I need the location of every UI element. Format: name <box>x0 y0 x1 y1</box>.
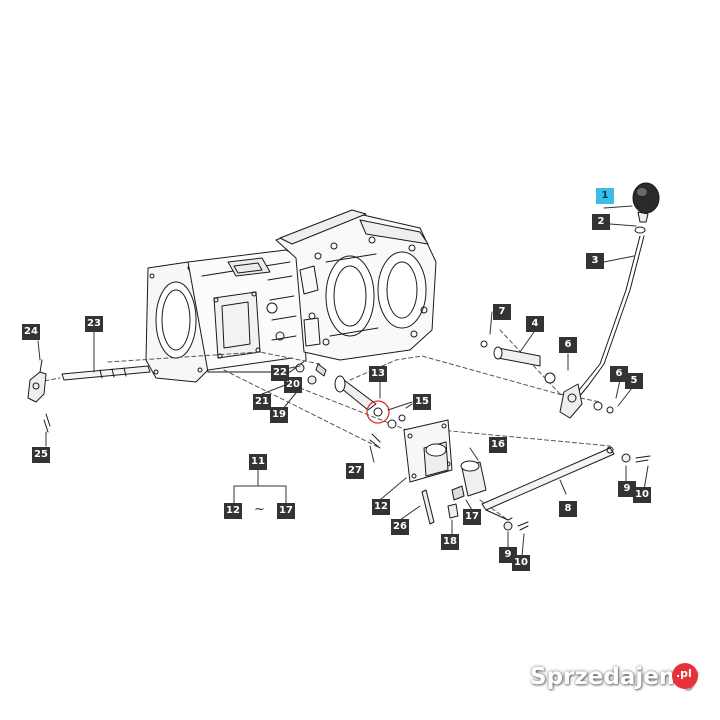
bolts <box>503 453 651 531</box>
callout-part-26[interactable]: 26 <box>391 519 409 535</box>
callout-part-17a[interactable]: 17 <box>277 503 295 519</box>
callout-part-12b[interactable]: 12 <box>372 499 390 515</box>
watermark-text: Sprzedajemy <box>530 664 698 690</box>
callout-part-16[interactable]: 16 <box>489 437 507 453</box>
callout-part-4[interactable]: 4 <box>526 316 544 332</box>
callout-part-5[interactable]: 5 <box>625 373 643 389</box>
linkage-bar <box>481 446 615 521</box>
callout-part-17b[interactable]: 17 <box>463 509 481 525</box>
pivot-bracket <box>480 340 614 419</box>
callout-part-24[interactable]: 24 <box>22 324 40 340</box>
callout-part-6b[interactable]: 6 <box>610 366 628 382</box>
yoke-bracket <box>27 359 51 433</box>
callout-part-22[interactable]: 22 <box>271 365 289 381</box>
callout-leaders <box>37 205 649 557</box>
callout-part-21[interactable]: 21 <box>253 394 271 410</box>
shift-rod <box>61 365 151 381</box>
callout-part-7[interactable]: 7 <box>493 304 511 320</box>
watermark-dot-icon <box>672 663 698 689</box>
transmission-housing <box>145 209 437 383</box>
small-fasteners <box>288 363 327 390</box>
cover-plate <box>369 419 453 525</box>
callout-part-12a[interactable]: 12 <box>224 503 242 519</box>
callout-part-3[interactable]: 3 <box>586 253 604 269</box>
range-symbol: ~ <box>254 502 265 517</box>
callout-part-10b[interactable]: 10 <box>512 555 530 571</box>
callout-part-15[interactable]: 15 <box>413 394 431 410</box>
callout-part-20[interactable]: 20 <box>284 377 302 393</box>
selector-shaft <box>334 375 413 429</box>
callout-part-13[interactable]: 13 <box>369 366 387 382</box>
callout-part-27[interactable]: 27 <box>346 463 364 479</box>
callout-part-2[interactable]: 2 <box>592 214 610 230</box>
callout-part-23[interactable]: 23 <box>85 316 103 332</box>
callout-part-10a[interactable]: 10 <box>633 487 651 503</box>
callout-part-9a[interactable]: 9 <box>618 481 636 497</box>
watermark-tld: .pl <box>676 667 692 680</box>
lever-arm <box>447 460 487 519</box>
callout-part-19[interactable]: 19 <box>270 407 288 423</box>
callout-part-1[interactable]: 1 <box>596 188 614 204</box>
callout-part-8[interactable]: 8 <box>559 501 577 517</box>
callout-part-11[interactable]: 11 <box>249 454 267 470</box>
callout-part-6a[interactable]: 6 <box>559 337 577 353</box>
callout-part-25[interactable]: 25 <box>32 447 50 463</box>
callout-part-18[interactable]: 18 <box>441 534 459 550</box>
gear-stick <box>573 182 660 399</box>
